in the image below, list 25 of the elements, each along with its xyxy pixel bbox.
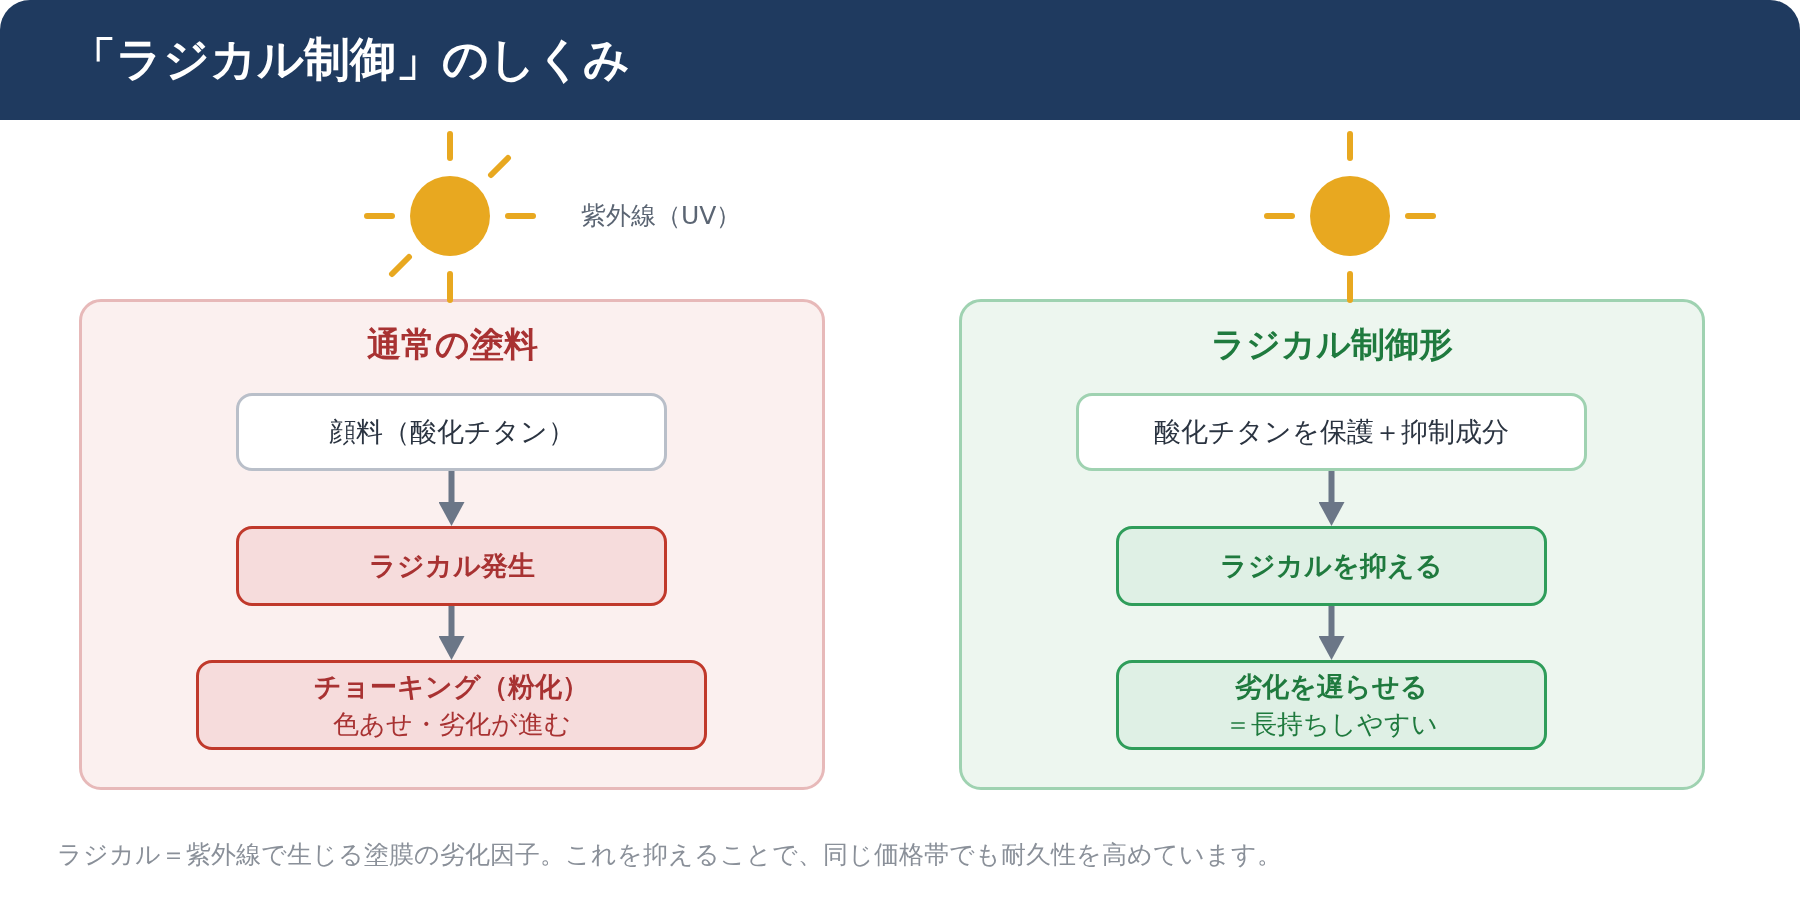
process-box (1116, 660, 1547, 750)
step-text: ラジカル発生 (368, 549, 535, 584)
step-note: 色あせ・劣化が進む (332, 707, 571, 741)
arrow (1318, 606, 1345, 660)
group-panel (959, 299, 1705, 790)
arrow (1318, 471, 1345, 526)
process-box (236, 393, 667, 471)
arrow (438, 606, 465, 660)
step-note: ＝長持ちしやすい (1225, 707, 1438, 741)
panel-heading: ラジカル制御形 (1211, 324, 1453, 365)
arrow (438, 471, 465, 526)
step-heading: 劣化を遅らせる (1235, 669, 1428, 704)
process-box (236, 526, 667, 606)
step-text: 酸化チタンを保護＋抑制成分 (1154, 415, 1509, 450)
annotation: 紫外線（UV） (581, 200, 742, 232)
process-box (1116, 526, 1547, 606)
caption: ラジカル＝紫外線で生じる塗膜の劣化因子。これを抑えることで、同じ価格帯でも耐久性を高めています。 (57, 839, 1282, 871)
step-text: 顔料（酸化チタン） (328, 415, 575, 450)
step-heading: チョーキング（粉化） (314, 669, 589, 704)
process-box (1076, 393, 1587, 471)
title: 「ラジカル制御」のしくみ (70, 32, 630, 88)
step-text: ラジカルを抑える (1220, 549, 1443, 584)
group-panel (79, 299, 825, 790)
panel-heading: 通常の塗料 (366, 324, 538, 365)
process-box (196, 660, 707, 750)
